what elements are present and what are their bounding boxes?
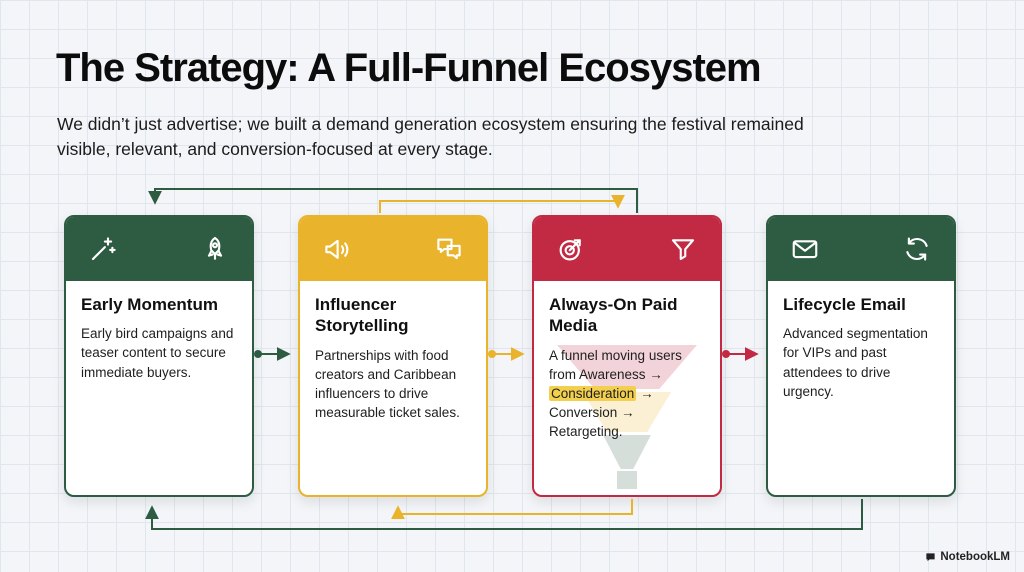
- funnel-icon: [668, 234, 698, 264]
- card-early-momentum: Early Momentum Early bird campaigns and …: [64, 215, 254, 497]
- loop-arrow-email-to-early: [145, 499, 863, 530]
- feedback-arrow-influencer-to-paid: [379, 194, 625, 213]
- card-title: Always-On Paid Media: [549, 295, 678, 336]
- page-title: The Strategy: A Full-Funnel Ecosystem: [56, 46, 762, 90]
- card-influencer-storytelling-header: [300, 217, 486, 281]
- card-always-on-paid-media: Always-On Paid Media A funnel moving use…: [532, 215, 722, 497]
- notebooklm-label: NotebookLM: [940, 551, 1010, 563]
- card-body: A funnel moving users from Awareness → C…: [534, 341, 720, 454]
- page-subtitle: We didn’t just advertise; we built a dem…: [57, 114, 804, 160]
- chat-bubbles-icon: [434, 234, 464, 264]
- card-always-on-paid-media-header: [534, 217, 720, 281]
- magic-wand-icon: [88, 234, 118, 264]
- card-early-momentum-header: [66, 217, 252, 281]
- card-body: Early bird campaigns and teaser content …: [81, 326, 234, 380]
- notebooklm-watermark: NotebookLM: [925, 551, 1010, 563]
- sync-arrows-icon: [902, 234, 932, 264]
- card-body: Advanced segmentation for VIPs and past …: [783, 326, 928, 399]
- card-influencer-storytelling: Influencer Storytelling Partnerships wit…: [298, 215, 488, 497]
- notebooklm-logo-icon: [925, 552, 936, 563]
- card-lifecycle-email: Lifecycle Email Advanced segmentation fo…: [766, 215, 956, 497]
- card-body: Partnerships with food creators and Cari…: [315, 347, 460, 420]
- target-dart-icon: [556, 234, 586, 264]
- rocket-icon: [200, 234, 230, 264]
- card-lifecycle-email-header: [768, 217, 954, 281]
- feedback-arrow-paid-to-early: [148, 188, 638, 213]
- body-post: → Conversion → Retargeting.: [549, 385, 654, 440]
- envelope-icon: [790, 234, 820, 264]
- card-title: Lifecycle Email: [783, 295, 906, 314]
- card-title: Influencer Storytelling: [315, 295, 409, 336]
- card-title: Early Momentum: [81, 295, 218, 314]
- stage-cards: Early Momentum Early bird campaigns and …: [64, 215, 956, 497]
- body-highlight: Consideration: [549, 385, 637, 401]
- body-pre: A funnel moving users from Awareness →: [549, 347, 682, 382]
- loop-arrow-paid-to-influencer: [391, 499, 633, 520]
- megaphone-icon: [322, 234, 352, 264]
